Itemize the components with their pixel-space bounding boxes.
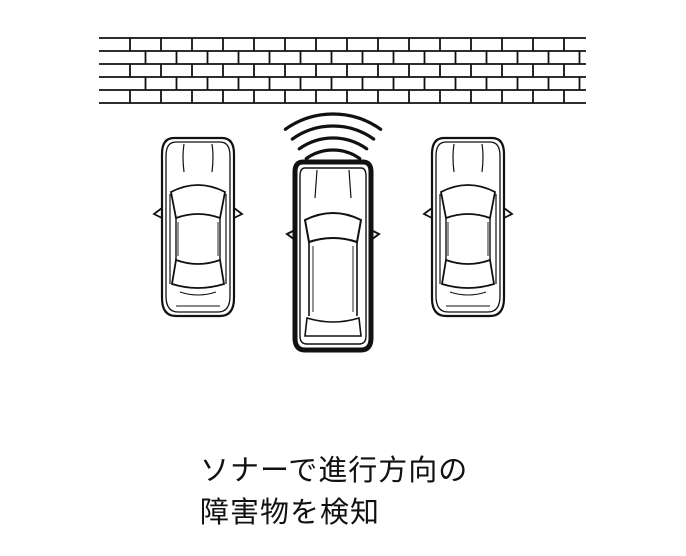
brick-wall-icon (99, 37, 586, 104)
caption-line-2: 障害物を検知 (200, 495, 381, 529)
own-car-icon (285, 159, 381, 353)
parked-car-icon (152, 136, 244, 318)
parked-car-icon (422, 136, 514, 318)
caption-line-1: ソナーで進行方向の (200, 453, 469, 487)
